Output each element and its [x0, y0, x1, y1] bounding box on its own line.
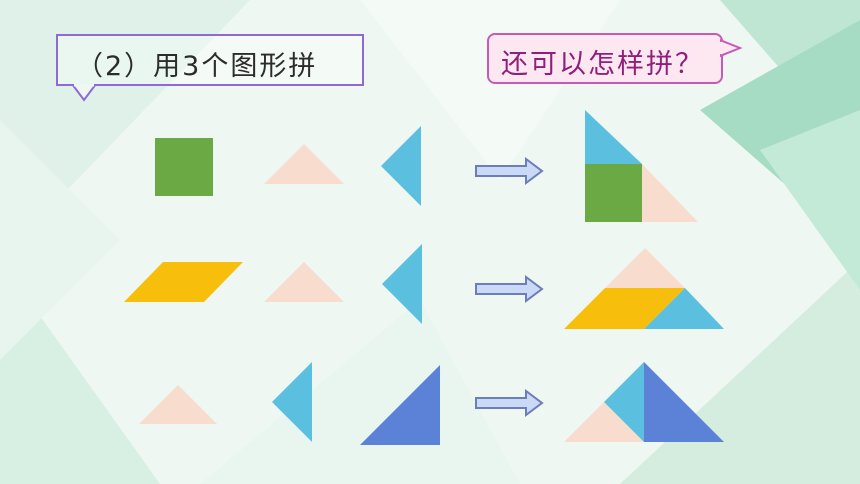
row2-arrow: [475, 275, 544, 303]
row2-result-yellow-parallelogram: [564, 288, 685, 329]
row1-result-cyan-triangle: [585, 110, 642, 164]
title-box-tail: [70, 84, 98, 102]
row3-blue-triangle: [360, 365, 440, 445]
row2-result: [564, 248, 724, 329]
row3-result: [564, 362, 724, 442]
row2-cyan-triangle: [382, 244, 422, 324]
row1-cyan-triangle: [381, 126, 421, 206]
row3-result-cyan-triangle: [604, 362, 644, 442]
row1-pink-triangle: [264, 144, 344, 184]
title-box: （2）用3个图形拼: [56, 34, 364, 86]
row1-square: [155, 138, 213, 196]
row1-result-pink-triangle: [642, 164, 698, 222]
row2-result-pink-triangle: [605, 248, 685, 288]
row3-result-blue-triangle: [644, 362, 724, 442]
row3-arrow: [475, 389, 544, 417]
question-bubble: 还可以怎样拼？: [487, 33, 723, 84]
row1-result: [585, 110, 698, 222]
row3-cyan-triangle: [272, 362, 312, 442]
row3-result-pink-triangle: [564, 402, 644, 442]
row2-pink-triangle: [264, 262, 344, 302]
question-bubble-tail: [720, 38, 743, 58]
question-text: 还可以怎样拼？: [501, 49, 704, 80]
row1-arrow: [475, 157, 544, 185]
row2-result-cyan-triangle: [644, 288, 724, 329]
row3-pink-triangle: [139, 385, 217, 424]
row2-yellow-parallelogram: [124, 262, 243, 302]
page-title: （2）用3个图形拼: [76, 51, 318, 82]
row1-result-square: [585, 164, 642, 222]
